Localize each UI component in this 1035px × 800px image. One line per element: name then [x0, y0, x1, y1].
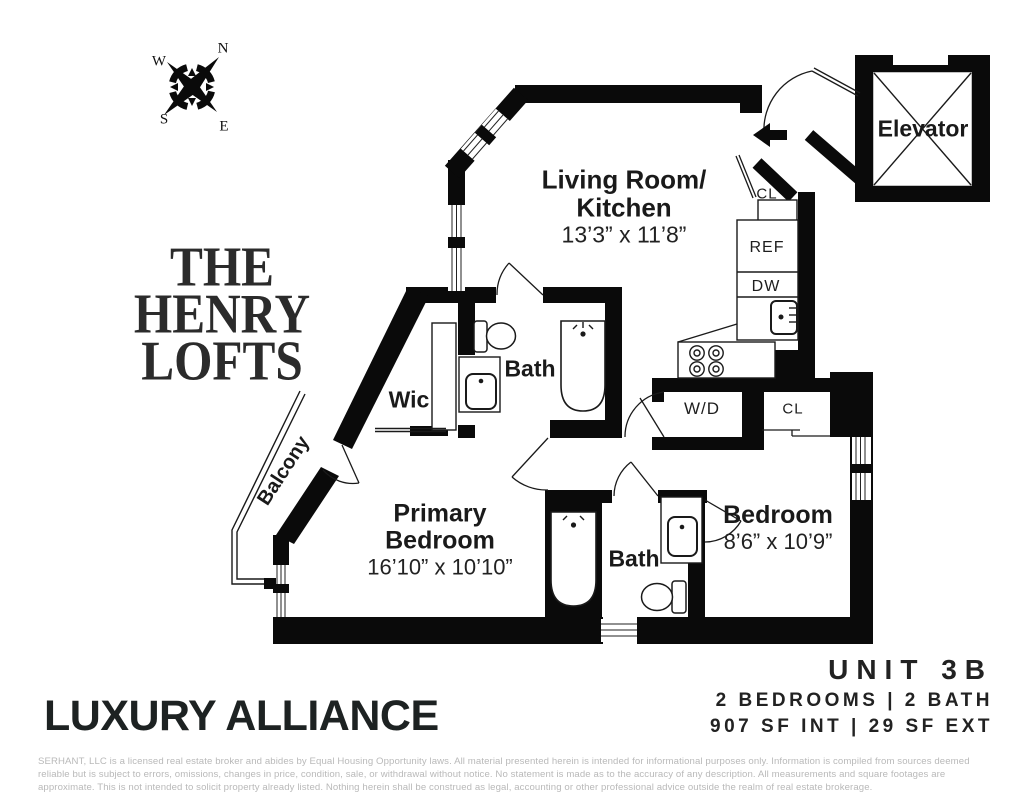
toilet-icon: [640, 580, 687, 614]
building-title-line: HENRY: [133, 283, 311, 346]
bath-primary-label: Bath: [504, 355, 556, 382]
primary-bedroom-label: Primary Bedroom 16’10” x 10’10”: [367, 499, 513, 580]
elevator-label: Elevator: [877, 115, 969, 142]
unit-beds-baths: 2 BEDROOMS | 2 BATH: [715, 690, 993, 711]
window-primary-left: [273, 565, 289, 617]
legal-disclaimer: SERHANT, LLC is a licensed real estate b…: [38, 756, 970, 793]
compass-south-label: S: [159, 111, 169, 128]
kitchen-sink-icon: [770, 300, 798, 335]
entry-closet-label: CL: [756, 185, 778, 203]
bathtub-icon: [560, 320, 606, 412]
living-room-label: Living Room/ Kitchen 13’3” x 11’8”: [541, 164, 707, 248]
unit-number: UNIT 3B: [828, 654, 993, 685]
unit-area: 907 SF INT | 29 SF EXT: [710, 716, 993, 737]
unit-summary: UNIT 3B 2 BEDROOMS | 2 BATH 907 SF INT |…: [710, 652, 993, 740]
bathtub-icon: [550, 511, 597, 607]
walk-in-closet-label: Wic: [388, 386, 430, 413]
building-title: THE HENRY LOFTS: [133, 236, 311, 393]
bath-second-label: Bath: [608, 545, 660, 572]
vanity-sink-icon: [458, 356, 501, 413]
doors: [322, 67, 861, 543]
stove-icon: [677, 323, 776, 379]
second-bedroom-label: Bedroom 8’6” x 10’9”: [723, 501, 833, 555]
building-title-line: THE: [169, 236, 275, 299]
building-title-line: LOFTS: [141, 330, 303, 393]
toilet-icon: [473, 320, 517, 353]
dishwasher-label: DW: [751, 278, 781, 295]
washer-dryer-label: W/D: [683, 399, 721, 418]
entry-arrow-icon: [753, 123, 787, 147]
compass-east-label: E: [219, 118, 229, 135]
compass-north-label: N: [217, 40, 229, 57]
balcony-railing: [231, 390, 306, 589]
window-left-vertical: [448, 205, 465, 291]
window-bottom: [601, 619, 637, 642]
closet-shelf: [375, 322, 457, 433]
agency-logo: LUXURY ALLIANCE: [44, 692, 439, 740]
vanity-sink-icon: [660, 496, 703, 564]
compass-rose-icon: [164, 57, 219, 115]
window-top-diagonal: [460, 108, 511, 162]
bedroom-closet-label: CL: [782, 400, 804, 418]
window-bedroom-right: [852, 437, 871, 500]
elevator-shaft: [870, 55, 975, 189]
compass-west-label: W: [151, 53, 167, 70]
refrigerator-label: REF: [749, 239, 785, 256]
